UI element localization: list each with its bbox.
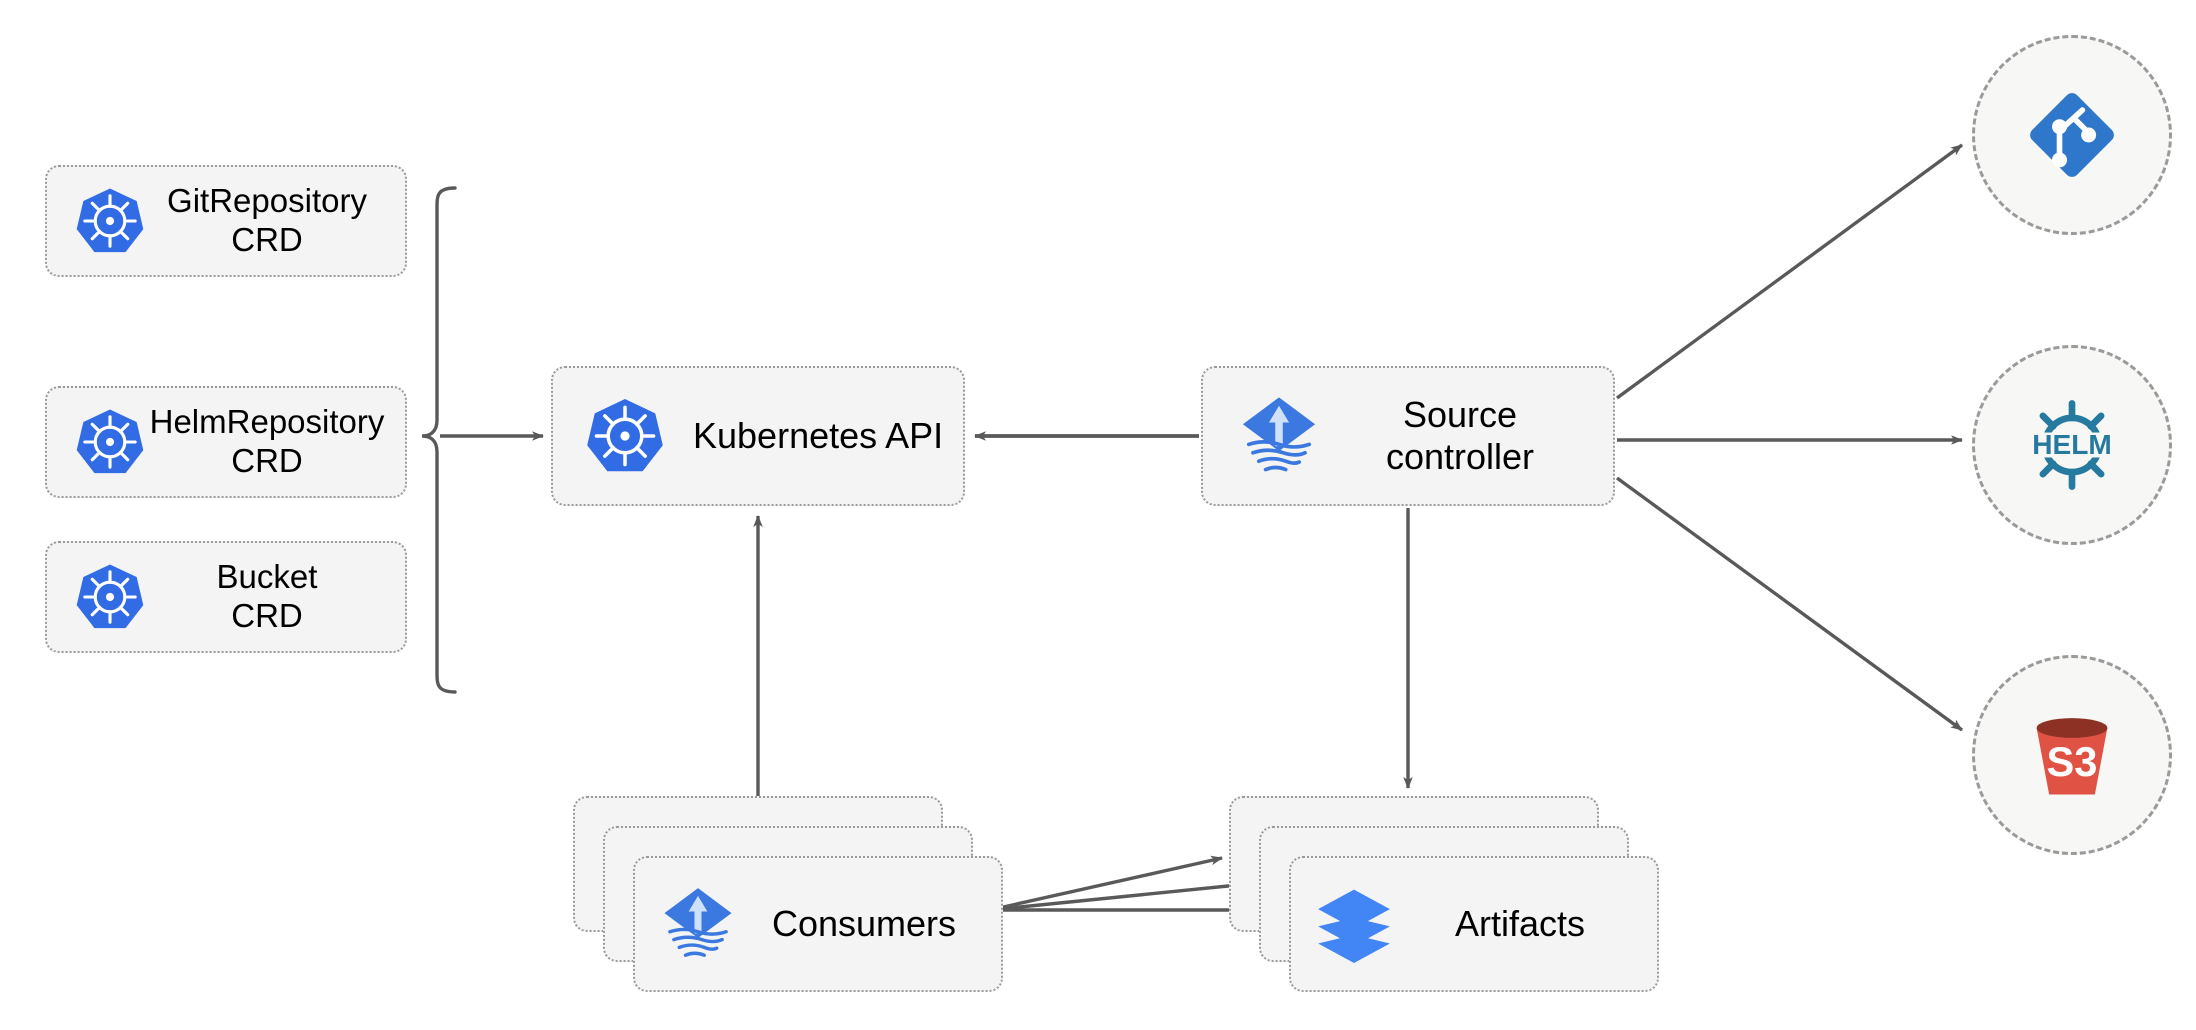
s3-label: S3 xyxy=(2047,738,2098,785)
flux-icon xyxy=(1237,394,1321,478)
edge-source-controller-to-git xyxy=(1615,143,1964,400)
node-label: GitRepository CRD xyxy=(167,182,367,258)
node-s3-bucket[interactable]: S3 xyxy=(1972,655,2172,855)
kubernetes-icon xyxy=(73,184,147,258)
node-gitrepository-crd[interactable]: GitRepository CRD xyxy=(45,165,407,277)
node-kubernetes-api[interactable]: Kubernetes API xyxy=(551,366,965,506)
node-source-controller[interactable]: Source controller xyxy=(1201,366,1615,506)
node-label: Kubernetes API xyxy=(693,414,944,456)
node-label: Bucket CRD xyxy=(216,558,318,634)
helm-label: HELM xyxy=(2032,429,2112,460)
node-artifacts[interactable]: Artifacts xyxy=(1289,856,1659,992)
edge-consumers-to-artifacts-1 xyxy=(989,855,1223,912)
node-consumers[interactable]: Consumers xyxy=(633,856,1003,992)
s3-bucket-icon: S3 xyxy=(2020,703,2124,807)
helm-icon: HELM xyxy=(2020,393,2124,497)
node-label: Artifacts xyxy=(1454,902,1586,944)
kubernetes-icon xyxy=(583,394,667,478)
crd-group-brace xyxy=(421,186,457,694)
edge-source-controller-to-s3 xyxy=(1615,476,1964,732)
node-helm-repository[interactable]: HELM xyxy=(1972,345,2172,545)
git-icon xyxy=(2020,83,2124,187)
node-bucket-crd[interactable]: Bucket CRD xyxy=(45,541,407,653)
node-label: HelmRepository CRD xyxy=(149,403,385,479)
node-label: Consumers xyxy=(771,902,957,944)
layers-icon xyxy=(1315,885,1393,963)
flux-icon xyxy=(659,885,737,963)
edge-consumers-to-artifacts-2 xyxy=(989,880,1249,912)
kubernetes-icon xyxy=(73,560,147,634)
kubernetes-icon xyxy=(73,405,147,479)
node-helmrepository-crd[interactable]: HelmRepository CRD xyxy=(45,386,407,498)
node-label: Source controller xyxy=(1385,393,1535,477)
node-git-repository[interactable] xyxy=(1972,35,2172,235)
